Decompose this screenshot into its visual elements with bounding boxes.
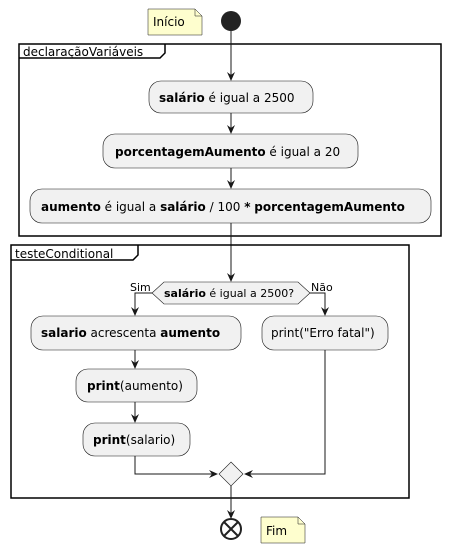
action-print-salario: print(salario): [82, 422, 191, 457]
action-salario-2500: salário é igual a 2500: [148, 80, 314, 114]
branch-label-nao: Não: [311, 281, 333, 294]
group-teste-condicional: testeConditional: [10, 244, 410, 499]
start-node: [221, 11, 241, 31]
group-declaracao-title: declaraçãoVariáveis: [23, 45, 143, 59]
svg-text:salário é igual a 2500?: salário é igual a 2500?: [164, 287, 294, 300]
decision-salario: salário é igual a 2500?: [151, 281, 311, 305]
end-node: [220, 518, 242, 540]
start-note-text: Início: [153, 15, 185, 29]
svg-text:salario acrescenta aumento: salario acrescenta aumento: [41, 326, 220, 340]
svg-text:porcentagemAumento é igual a 2: porcentagemAumento é igual a 20: [115, 145, 340, 159]
group-teste-condicional-title: testeConditional: [15, 247, 113, 261]
start-note: Início: [147, 8, 203, 36]
end-note: Fim: [260, 516, 306, 544]
merge-node: [218, 461, 244, 487]
svg-text:aumento é igual a salário / 10: aumento é igual a salário / 100 * porcen…: [41, 200, 405, 214]
group-declaracao: declaraçãoVariáveis: [18, 43, 442, 237]
action-aumento-calc: aumento é igual a salário / 100 * porcen…: [29, 188, 432, 224]
action-print-erro: print("Erro fatal"): [261, 315, 389, 351]
svg-text:salário é igual a 2500: salário é igual a 2500: [159, 91, 295, 105]
action-salario-acrescenta: salario acrescenta aumento: [30, 315, 242, 351]
action-porcentagem-20: porcentagemAumento é igual a 20: [102, 133, 359, 169]
svg-text:print(salario): print(salario): [93, 433, 175, 447]
branch-label-sim: Sim: [130, 281, 151, 294]
svg-text:print(aumento): print(aumento): [87, 379, 183, 393]
svg-text:print("Erro fatal"): print("Erro fatal"): [271, 326, 375, 340]
end-note-text: Fim: [266, 524, 287, 538]
action-print-aumento: print(aumento): [75, 368, 198, 403]
